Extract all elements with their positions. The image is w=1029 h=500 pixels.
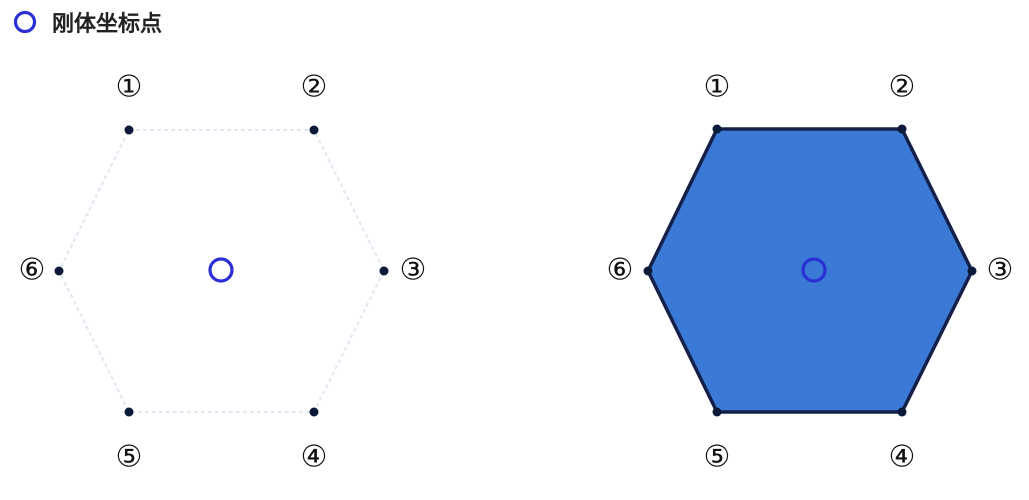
vertex-label-2: ② [889, 70, 916, 105]
vertex-point-1 [712, 124, 722, 134]
vertex-label-5: ⑤ [116, 440, 143, 475]
vertex-label-2: ② [301, 70, 328, 105]
vertex-point-4 [897, 407, 907, 417]
vertex-point-6 [643, 266, 653, 276]
vertex-point-3 [967, 266, 977, 276]
vertex-label-1: ① [116, 70, 143, 105]
vertex-label-1: ① [704, 70, 731, 105]
vertex-label-6: ⑥ [607, 253, 634, 288]
vertex-label-3: ③ [987, 253, 1014, 288]
vertex-label-3: ③ [400, 253, 427, 288]
center-ring-marker [208, 257, 234, 283]
hexagon-points-diagram: ① ② ③ ④ ⑤ ⑥ [19, 70, 427, 475]
vertex-point-4 [309, 407, 319, 417]
vertex-label-4: ④ [301, 440, 328, 475]
vertex-label-4: ④ [889, 440, 916, 475]
vertex-point-1 [124, 125, 134, 135]
legend: 刚体坐标点 [12, 6, 162, 38]
center-ring-marker [801, 257, 827, 283]
hexagon-ghost-outline [57, 129, 386, 413]
vertex-point-2 [897, 124, 907, 134]
vertex-label-5: ⑤ [704, 440, 731, 475]
vertex-point-5 [712, 407, 722, 417]
vertex-point-2 [309, 125, 319, 135]
ring-icon [12, 9, 38, 35]
vertex-label-6: ⑥ [19, 253, 46, 288]
vertex-point-3 [379, 266, 389, 276]
vertex-point-5 [124, 407, 134, 417]
hexagon-rigid-body-diagram: ① ② ③ ④ ⑤ ⑥ [607, 70, 1014, 475]
vertex-point-6 [54, 266, 64, 276]
hexagon-filled-shape [646, 127, 974, 414]
legend-label: 刚体坐标点 [52, 12, 163, 37]
